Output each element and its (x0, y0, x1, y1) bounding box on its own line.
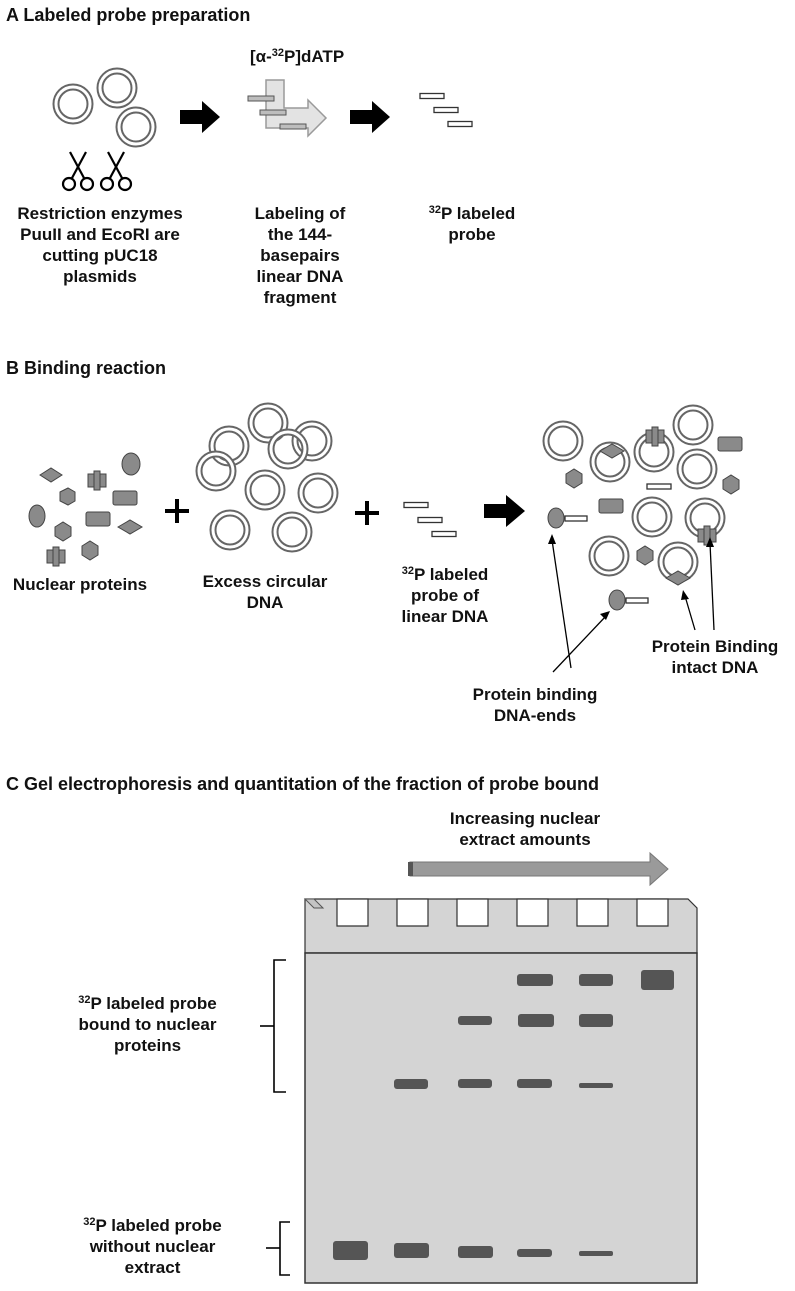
nuclear-proteins-group (28, 452, 143, 567)
gel-bands (333, 970, 674, 1260)
plus-icon (355, 501, 379, 525)
band (579, 1083, 613, 1088)
band (579, 974, 613, 986)
panel-c-title: Gel electrophoresis and quantitation of … (24, 774, 600, 794)
panel-b-title: Binding reaction (24, 358, 167, 378)
plasmid-ring (100, 71, 134, 105)
band (394, 1243, 429, 1258)
panel-c-heading: C Gel electrophoresis and quantitation o… (6, 774, 599, 795)
nuclear-proteins-label: Nuclear proteins (12, 575, 148, 594)
plasmids-group (56, 71, 153, 144)
band (641, 970, 674, 990)
band (517, 1079, 552, 1088)
binding-intact-label: Protein Binding intact DNA (651, 637, 779, 677)
increasing-arrow-icon (408, 851, 669, 887)
band (458, 1016, 492, 1025)
arrow-icon (180, 101, 220, 133)
band (458, 1079, 492, 1088)
band (394, 1079, 428, 1089)
reaction-products (546, 408, 743, 611)
reagent-label: [α-32P]dATP (250, 47, 345, 66)
labeling-arrow-icon (247, 79, 328, 138)
probe-linear-label: 32P labeled probe of linear DNA (401, 565, 489, 626)
binding-ends-label: Protein binding DNA-ends (472, 685, 598, 725)
free-probe-label: 32P labeled probe without nuclear extrac… (83, 1216, 222, 1277)
plasmid-ring (56, 87, 90, 121)
panel-a-title: Labeled probe preparation (23, 5, 251, 25)
band (579, 1014, 613, 1027)
excess-dna-label: Excess circular DNA (202, 572, 328, 612)
band (333, 1241, 368, 1260)
band (579, 1251, 613, 1256)
increasing-extract-label: Increasing nuclear extract amounts (449, 809, 601, 849)
band (458, 1246, 493, 1258)
pointer-arrows (548, 534, 715, 673)
band (518, 1014, 554, 1027)
arrow-icon (350, 101, 390, 133)
step1-label: Restriction enzymes PuuII and EcoRI are … (17, 204, 183, 286)
panel-a-heading: A Labeled probe preparation (6, 5, 250, 26)
band (517, 1249, 552, 1257)
plasmid-ring (119, 110, 153, 144)
plus-icon (165, 499, 189, 523)
probe-fragments (419, 92, 473, 128)
arrow-icon (484, 495, 525, 527)
scissors-icon (99, 151, 133, 192)
bracket-icon (266, 1221, 290, 1276)
panel-a-letter: A (6, 5, 19, 25)
probe-fragments (403, 501, 457, 538)
panel-b-letter: B (6, 358, 19, 378)
step2-label: Labeling of the 144- basepairs linear DN… (254, 204, 346, 307)
panel-b-heading: B Binding reaction (6, 358, 166, 379)
gel (303, 898, 698, 1284)
bound-probe-label: 32P labeled probe bound to nuclear prote… (78, 994, 217, 1055)
band (517, 974, 553, 986)
panel-c-letter: C (6, 774, 19, 794)
step3-label: 32P labeled probe (428, 204, 516, 244)
excess-dna-group (199, 406, 335, 549)
scissors-icon (61, 151, 95, 192)
bracket-icon (260, 959, 286, 1093)
